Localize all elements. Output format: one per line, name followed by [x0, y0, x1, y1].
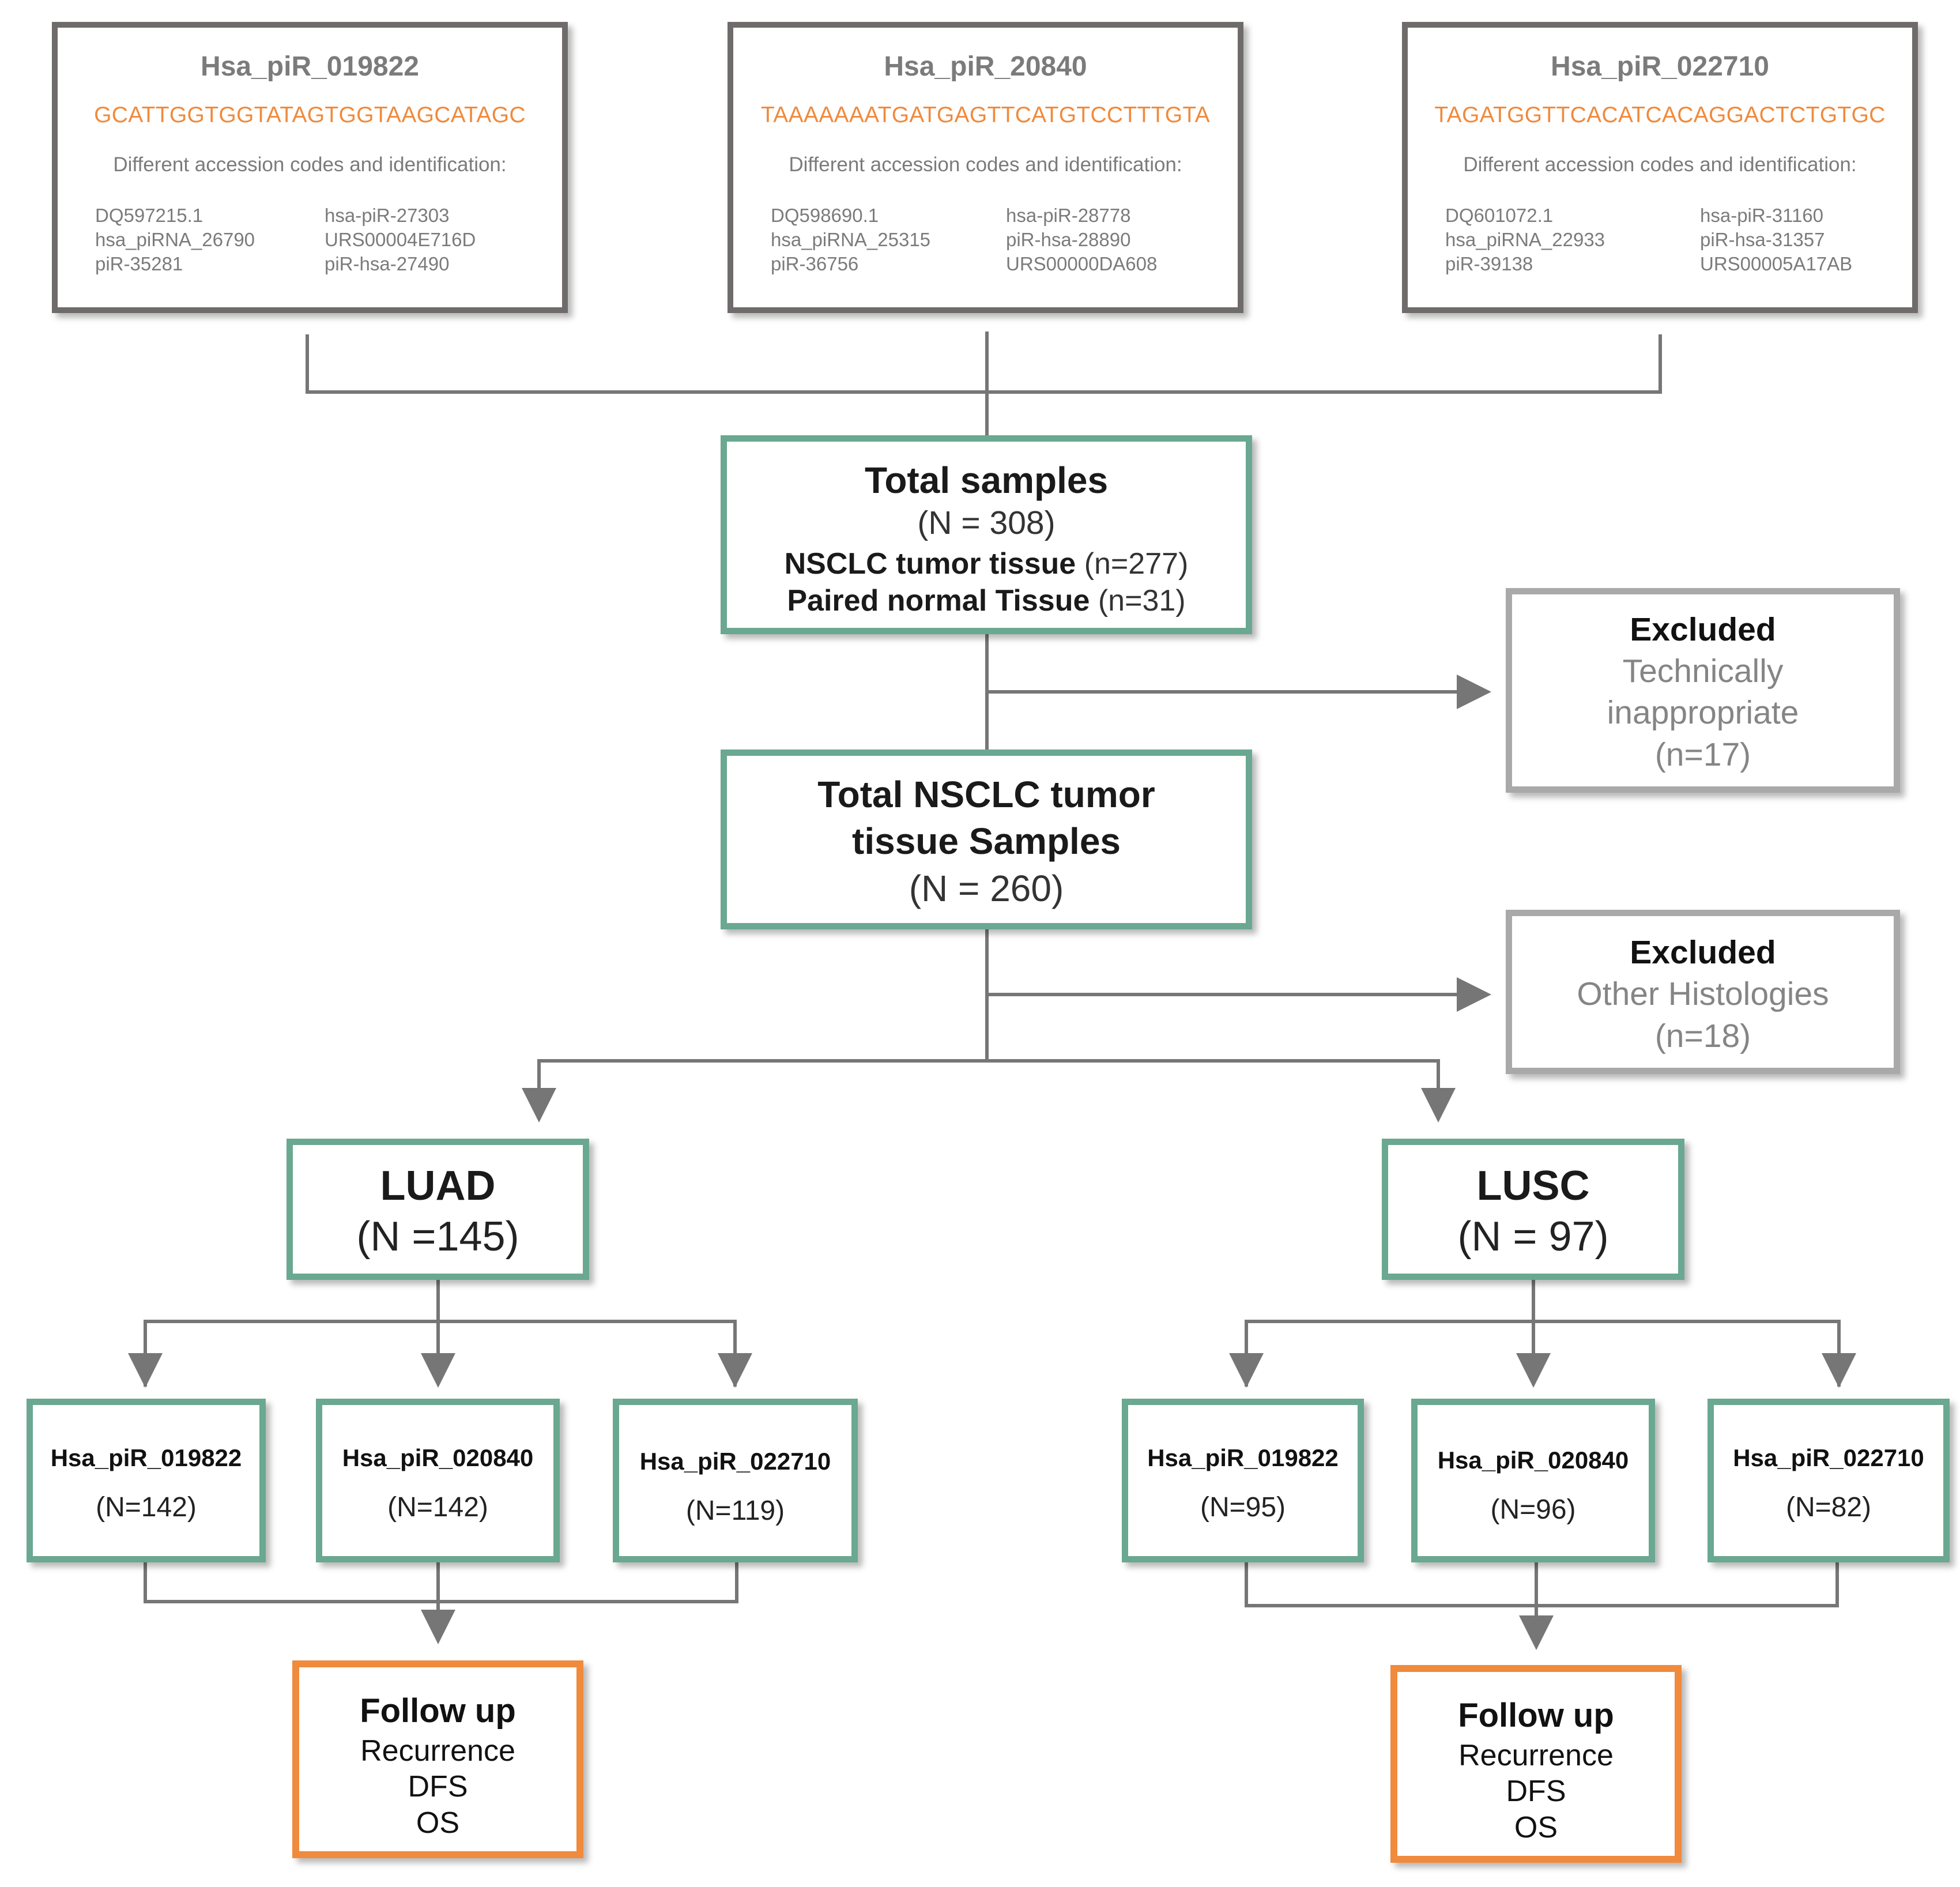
pirna-sequence: TAAAAAAATGATGAGTTCATGTCCTTTGTA: [761, 103, 1210, 127]
accession-code: hsa-piR-31160: [1700, 205, 1824, 226]
sub-title: Hsa_piR_020840: [1437, 1447, 1629, 1474]
sub-title: Hsa_piR_022710: [1733, 1444, 1924, 1471]
luad-pirna-019822-box: Hsa_piR_019822 (N=142): [27, 1399, 266, 1562]
sub-count: (N=142): [387, 1492, 488, 1523]
lusc-pirna-019822-box: Hsa_piR_019822 (N=95): [1122, 1399, 1364, 1562]
pirna-box-019822: Hsa_piR_019822 GCATTGGTGGTATAGTGGTAAGCAT…: [52, 22, 568, 313]
followup-dfs: DFS: [408, 1770, 468, 1803]
tumor-tissue-line: NSCLC tumor tissue (n=277): [727, 547, 1246, 581]
accession-code: URS00005A17AB: [1700, 253, 1853, 274]
pirna-box-022710: Hsa_piR_022710 TAGATGGTTCACATCACAGGACTCT…: [1402, 22, 1918, 313]
pirna-codes-left: DQ598690.1 hsa_piRNA_25315 piR-36756: [771, 204, 930, 276]
followup-recurrence: Recurrence: [360, 1734, 515, 1768]
accession-code: hsa-piR-28778: [1006, 205, 1131, 226]
lusc-followup-box: Follow up Recurrence DFS OS: [1390, 1665, 1682, 1863]
sub-count: (N=95): [1200, 1492, 1286, 1523]
followup-title: Follow up: [1458, 1697, 1614, 1734]
followup-recurrence: Recurrence: [1458, 1739, 1614, 1772]
total-tumor-box: Total NSCLC tumor tissue Samples (N = 26…: [721, 749, 1252, 929]
excluded-reason: Other Histologies: [1577, 975, 1829, 1012]
luad-followup-box: Follow up Recurrence DFS OS: [292, 1660, 583, 1858]
luad-title: LUAD: [380, 1163, 496, 1209]
pirna-sequence: TAGATGGTTCACATCACAGGACTCTGTGC: [1434, 103, 1886, 127]
accession-code: URS00004E716D: [325, 229, 476, 250]
pirna-box-20840: Hsa_piR_20840 TAAAAAAATGATGAGTTCATGTCCTT…: [728, 22, 1243, 313]
total-samples-title: Total samples: [864, 459, 1109, 501]
pirna-title: Hsa_piR_022710: [1551, 51, 1769, 82]
followup-dfs: DFS: [1506, 1775, 1566, 1808]
tumor-tissue-count: (n=277): [1084, 547, 1189, 581]
sub-count: (N=119): [685, 1496, 785, 1526]
pirna-codes-left: DQ597215.1 hsa_piRNA_26790 piR-35281: [95, 204, 255, 276]
total-tumor-count: (N = 260): [909, 868, 1064, 909]
excluded-reason-line2: inappropriate: [1607, 694, 1799, 731]
pirna-subtitle: Different accession codes and identifica…: [1463, 153, 1857, 176]
lusc-box: LUSC (N = 97): [1382, 1139, 1684, 1280]
sub-title: Hsa_piR_019822: [50, 1444, 242, 1471]
total-samples-count: (N = 308): [917, 504, 1056, 541]
sub-count: (N=96): [1490, 1494, 1576, 1525]
lusc-pirna-020840-box: Hsa_piR_020840 (N=96): [1411, 1399, 1655, 1562]
excluded-title: Excluded: [1630, 934, 1776, 971]
accession-code: DQ597215.1: [95, 205, 203, 226]
accession-code: hsa_piRNA_25315: [771, 229, 931, 250]
sub-title: Hsa_piR_022710: [639, 1448, 831, 1475]
accession-code: piR-hsa-28890: [1006, 229, 1131, 250]
excluded-reason-line1: Technically: [1622, 653, 1784, 690]
sub-title: Hsa_piR_019822: [1147, 1444, 1339, 1471]
luad-pirna-020840-box: Hsa_piR_020840 (N=142): [316, 1399, 560, 1562]
luad-box: LUAD (N =145): [287, 1139, 589, 1280]
accession-code: URS00000DA608: [1006, 253, 1158, 274]
excluded-technical-box: Excluded Technically inappropriate (n=17…: [1506, 588, 1900, 793]
pirna-codes-right: hsa-piR-27303 URS00004E716D piR-hsa-2749…: [325, 204, 476, 276]
lusc-title: LUSC: [1476, 1163, 1590, 1209]
lusc-pirna-022710-box: Hsa_piR_022710 (N=82): [1708, 1399, 1950, 1562]
pirna-codes-left: DQ601072.1 hsa_piRNA_22933 piR-39138: [1445, 204, 1605, 276]
pirna-codes-right: hsa-piR-31160 piR-hsa-31357 URS00005A17A…: [1700, 204, 1852, 276]
excluded-histology-box: Excluded Other Histologies (n=18): [1506, 910, 1900, 1074]
pirna-subtitle: Different accession codes and identifica…: [113, 153, 507, 176]
luad-pirna-022710-box: Hsa_piR_022710 (N=119): [613, 1399, 858, 1562]
luad-count: (N =145): [356, 1214, 519, 1260]
accession-code: piR-hsa-31357: [1700, 229, 1825, 250]
accession-code: hsa_piRNA_26790: [95, 229, 255, 250]
normal-tissue-label: Paired normal Tissue: [787, 584, 1090, 617]
accession-code: hsa_piRNA_22933: [1445, 229, 1605, 250]
sub-count: (N=142): [96, 1492, 197, 1523]
followup-os: OS: [1514, 1811, 1558, 1844]
sub-title: Hsa_piR_020840: [342, 1444, 534, 1471]
pirna-codes-right: hsa-piR-28778 piR-hsa-28890 URS00000DA60…: [1006, 204, 1157, 276]
accession-code: DQ601072.1: [1445, 205, 1554, 226]
pirna-sequence: GCATTGGTGGTATAGTGGTAAGCATAGC: [94, 103, 526, 127]
pirna-title: Hsa_piR_019822: [201, 51, 419, 82]
accession-code: piR-35281: [95, 253, 183, 274]
total-samples-box: Total samples (N = 308) NSCLC tumor tiss…: [721, 435, 1252, 634]
followup-title: Follow up: [360, 1692, 516, 1730]
normal-tissue-line: Paired normal Tissue (n=31): [727, 583, 1246, 618]
tumor-tissue-label: NSCLC tumor tissue: [784, 547, 1076, 581]
followup-os: OS: [416, 1806, 460, 1840]
excluded-title: Excluded: [1630, 611, 1776, 648]
excluded-count: (n=17): [1654, 736, 1751, 773]
total-tumor-line1: Total NSCLC tumor: [817, 774, 1155, 815]
accession-code: hsa-piR-27303: [325, 205, 450, 226]
pirna-subtitle: Different accession codes and identifica…: [789, 153, 1182, 176]
pirna-title: Hsa_piR_20840: [884, 51, 1087, 82]
accession-code: piR-36756: [771, 253, 859, 274]
excluded-count: (n=18): [1654, 1018, 1751, 1054]
lusc-count: (N = 97): [1457, 1214, 1609, 1260]
sub-count: (N=82): [1785, 1492, 1872, 1523]
accession-code: piR-hsa-27490: [325, 253, 450, 274]
accession-code: DQ598690.1: [771, 205, 879, 226]
normal-tissue-count: (n=31): [1098, 584, 1186, 617]
accession-code: piR-39138: [1445, 253, 1533, 274]
total-tumor-line2: tissue Samples: [852, 820, 1121, 862]
